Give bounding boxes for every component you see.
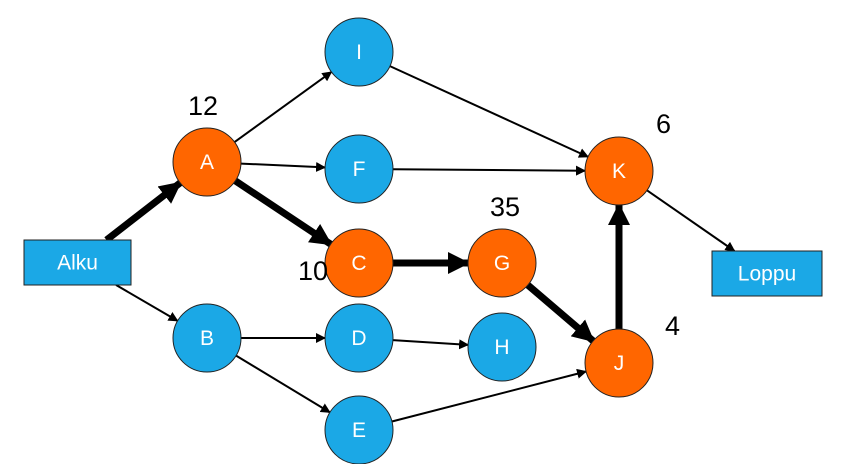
- node-j-critical: J: [584, 328, 654, 398]
- edge-alku-a-critical: [104, 180, 183, 243]
- node-i: I: [324, 17, 394, 87]
- node-h-circle: [467, 312, 537, 382]
- edges-layer: [104, 65, 736, 423]
- node-f-circle: [324, 134, 394, 204]
- node-h: H: [467, 312, 537, 382]
- node-h-label: H: [494, 336, 509, 359]
- node-d: D: [324, 303, 394, 373]
- node-e-label: E: [352, 419, 366, 442]
- edge-f-k: [392, 165, 587, 176]
- edge-e-j: [391, 368, 588, 423]
- edge-i-k: [389, 65, 589, 158]
- node-j-circle: [584, 328, 654, 398]
- node-a-circle: [172, 127, 242, 197]
- node-a-critical: A: [172, 127, 242, 197]
- node-b: B: [172, 303, 242, 373]
- edge-a-f: [240, 162, 327, 173]
- start-box-rect: [23, 239, 132, 286]
- node-k-critical: K: [584, 136, 654, 206]
- edge-d-h: [392, 339, 470, 350]
- node-k-circle: [584, 136, 654, 206]
- node-d-label: D: [351, 327, 366, 350]
- node-b-label: B: [200, 327, 214, 350]
- end-box-label: Loppu: [738, 263, 796, 286]
- node-f: F: [324, 134, 394, 204]
- node-j-label: J: [614, 352, 625, 375]
- edge-alku-b: [115, 284, 179, 322]
- node-c-label: C: [351, 252, 366, 275]
- node-c-circle: [324, 228, 394, 298]
- edge-g-j-critical: [525, 282, 596, 344]
- edge-a-i: [233, 71, 333, 143]
- node-d-circle: [324, 303, 394, 373]
- nodes-layer: Alku Loppu A B C D E F G H I J K: [23, 17, 823, 464]
- edge-k-loppu: [646, 189, 736, 252]
- start-box: Alku: [23, 239, 132, 286]
- node-a-label: A: [200, 151, 214, 174]
- duration-label-a: 12: [188, 91, 218, 121]
- duration-label-c: 10: [298, 256, 328, 286]
- node-i-label: I: [356, 41, 362, 64]
- start-box-label: Alku: [57, 252, 98, 275]
- node-i-circle: [324, 17, 394, 87]
- node-c-critical: C: [324, 228, 394, 298]
- node-b-circle: [172, 303, 242, 373]
- node-g-label: G: [494, 252, 510, 275]
- end-box-rect: [711, 250, 823, 297]
- edge-a-c-critical: [233, 177, 333, 248]
- duration-label-j: 4: [665, 311, 680, 341]
- node-e: E: [324, 395, 394, 464]
- node-k-label: K: [612, 160, 626, 183]
- node-e-circle: [324, 395, 394, 464]
- end-box: Loppu: [711, 250, 823, 297]
- node-f-label: F: [353, 158, 366, 181]
- node-g-circle: [467, 228, 537, 298]
- duration-label-k: 6: [656, 109, 671, 139]
- node-g-critical: G: [467, 228, 537, 298]
- edge-b-e: [235, 354, 331, 414]
- duration-labels-layer: 12 10 35 4 6: [188, 91, 680, 341]
- duration-label-g: 35: [490, 192, 520, 222]
